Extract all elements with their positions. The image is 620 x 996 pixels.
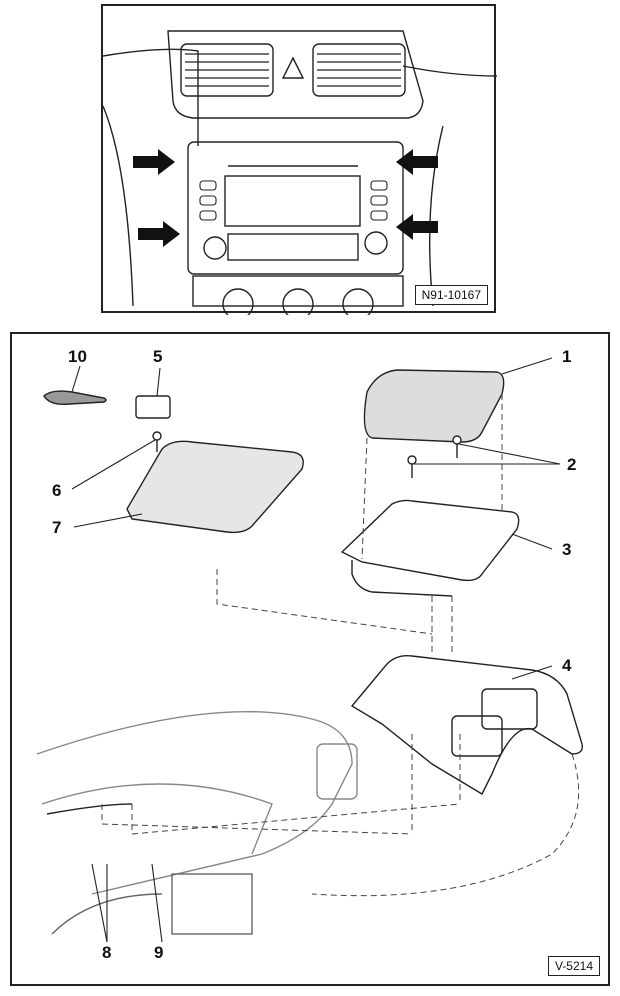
part-4-vent-left <box>451 715 503 757</box>
arrow-upper-right <box>396 149 438 175</box>
part-4-housing <box>350 654 583 795</box>
dashboard-outline <box>36 710 353 895</box>
figure-reference-code: V-5214 <box>547 955 600 976</box>
vent-slats <box>185 53 401 87</box>
hazard-switch <box>281 56 305 79</box>
dash-radio <box>171 873 253 935</box>
vent-housing <box>167 30 424 119</box>
part-10-lever <box>43 390 107 406</box>
figure-reference-code: N91-10167 <box>414 284 488 305</box>
radio-display <box>224 175 361 227</box>
arrow-upper-left <box>133 149 175 175</box>
arrow-markers <box>133 149 438 247</box>
radio-button-strip <box>227 233 359 261</box>
dash-outline-left <box>103 48 199 146</box>
part-1-cover <box>363 369 505 443</box>
dash-outline-right <box>402 65 498 77</box>
exploded-view-drawing <box>36 357 583 943</box>
dashboard-vent <box>316 743 358 800</box>
callout-8: 8 <box>102 943 112 962</box>
vent-left <box>180 43 274 97</box>
callout-3: 3 <box>562 540 572 559</box>
part-4-vent-right <box>481 688 538 730</box>
arrow-lower-right <box>396 214 438 240</box>
callout-4: 4 <box>562 656 572 675</box>
assembly-lines <box>101 394 580 897</box>
part-7-lid <box>126 440 304 534</box>
leader-lines <box>71 357 561 943</box>
climate-panel <box>192 275 404 307</box>
dash-curve-right <box>428 125 444 307</box>
radio-removal-figure: N91-10167 <box>101 4 498 315</box>
part-5-switch <box>135 395 171 419</box>
part-3-tray <box>340 499 520 582</box>
callout-2: 2 <box>567 455 577 474</box>
radio-knob-left <box>203 236 227 260</box>
callout-1: 1 <box>562 347 572 366</box>
arrow-lower-left <box>138 221 180 247</box>
radio-knob-right <box>364 231 388 255</box>
radio-unit-outline <box>187 141 404 275</box>
callout-7: 7 <box>52 518 62 537</box>
exploded-view-figure: 1 2 3 4 5 6 7 8 9 10 V-5214 <box>10 332 610 986</box>
radio-removal-drawing <box>103 30 498 315</box>
callout-6: 6 <box>52 481 62 500</box>
callout-10: 10 <box>68 347 87 366</box>
callout-5: 5 <box>153 347 163 366</box>
dash-curve-left <box>103 105 134 307</box>
callout-9: 9 <box>154 943 164 962</box>
vent-right <box>312 43 406 97</box>
